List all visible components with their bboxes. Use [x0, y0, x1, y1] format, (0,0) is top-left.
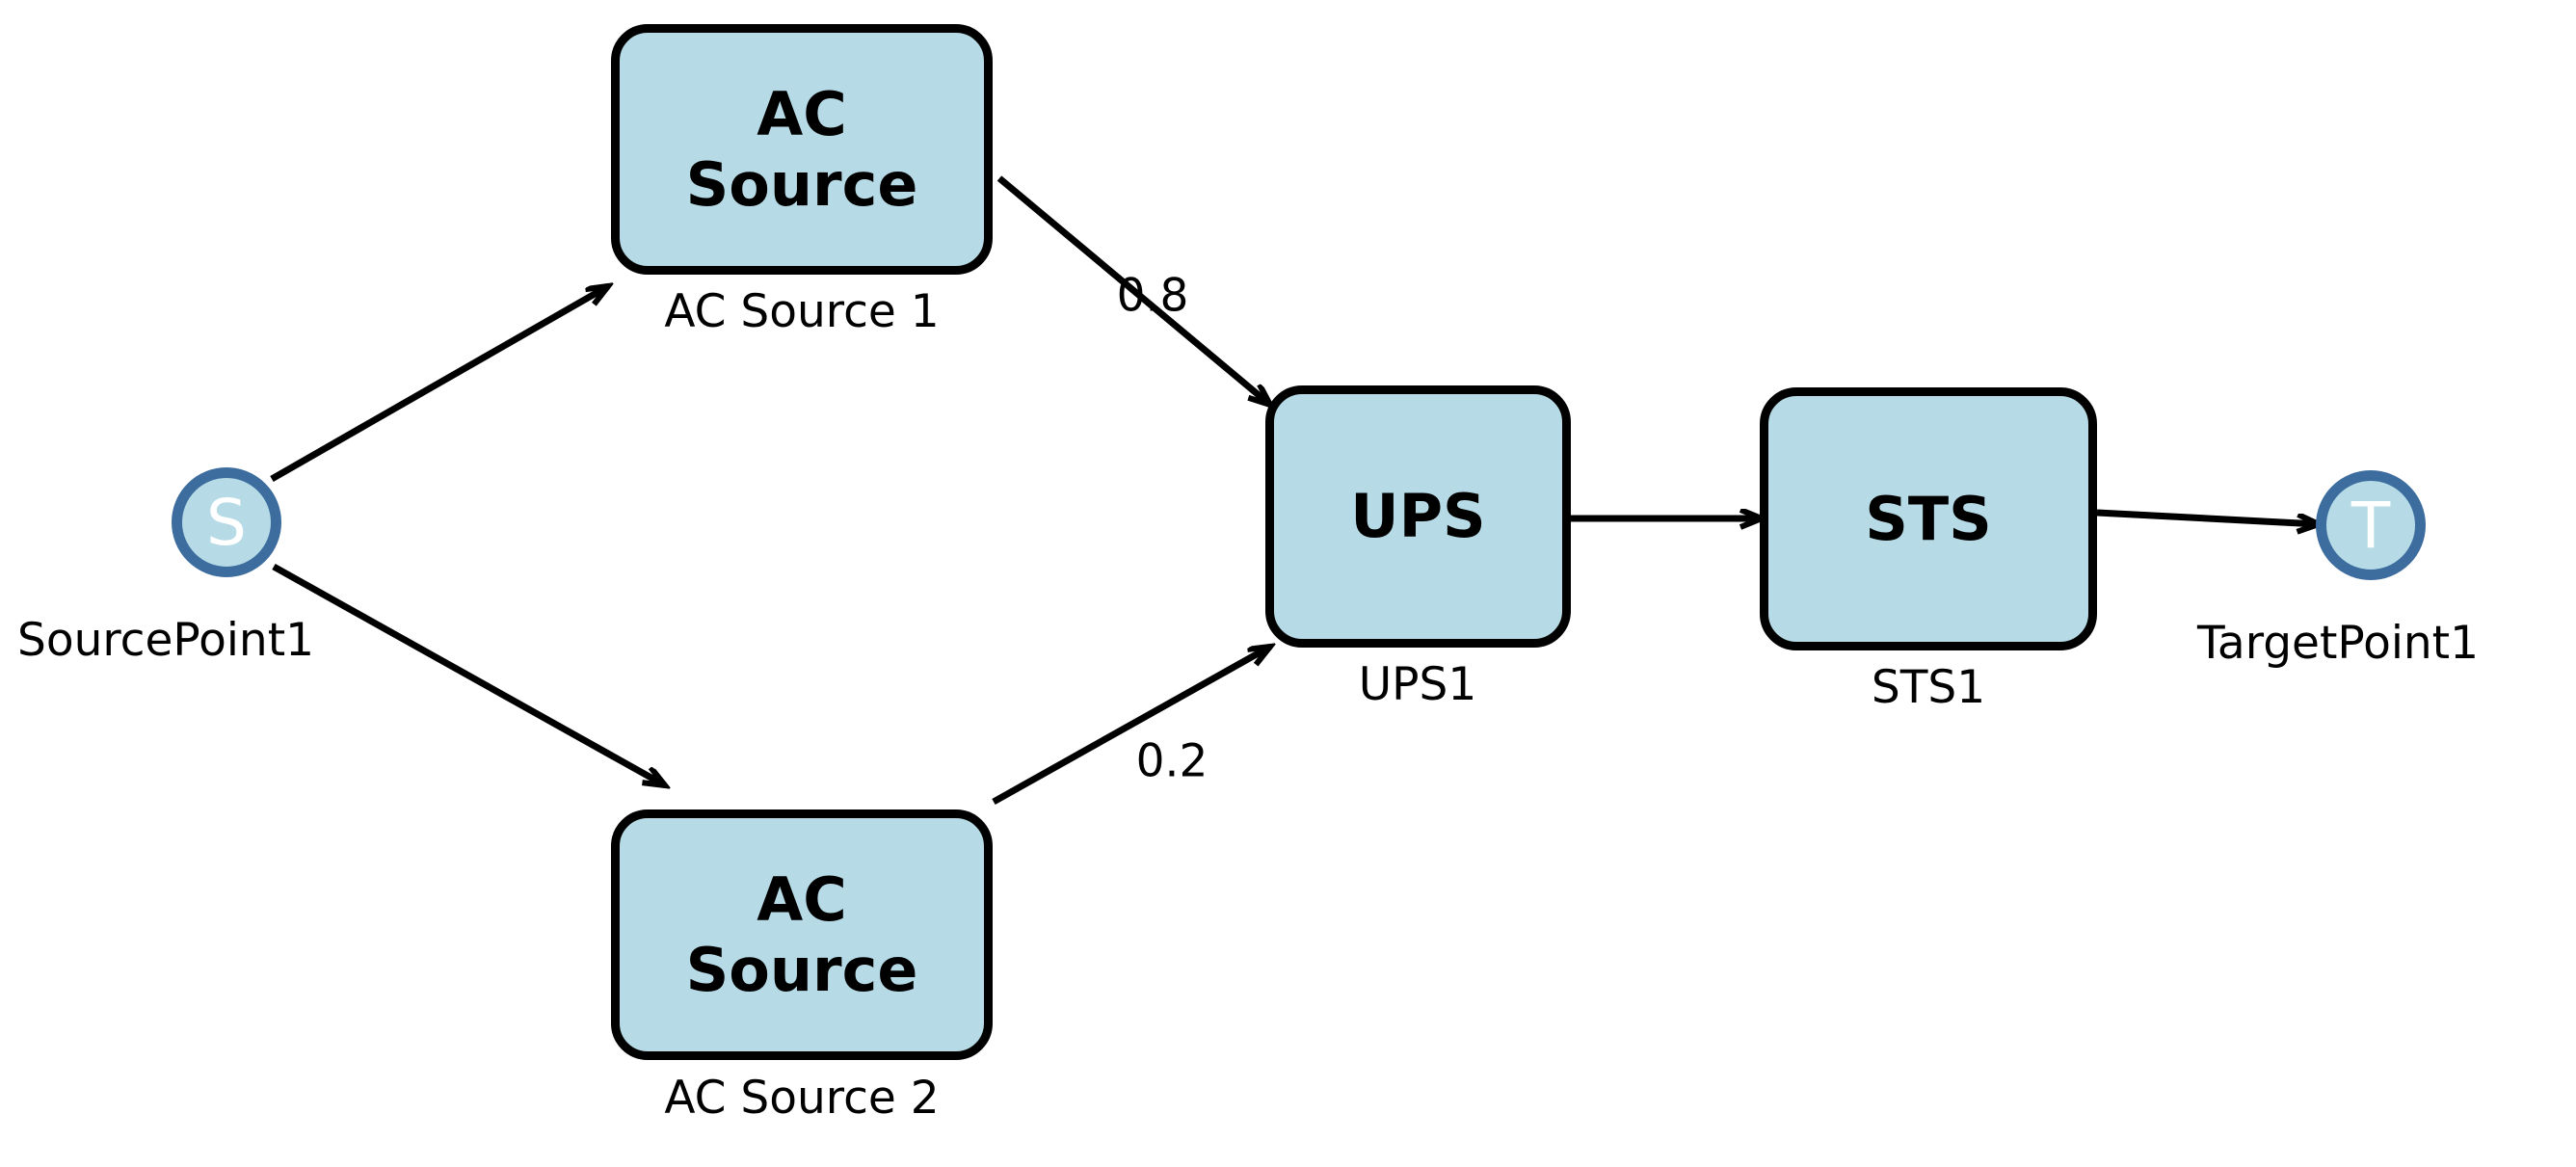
node-target-point-1[interactable]: T — [2316, 470, 2426, 580]
caption-source-point-1: SourcePoint1 — [17, 614, 315, 667]
node-sts-1[interactable]: STS — [1760, 387, 2097, 650]
caption-ups-1: UPS1 — [1358, 658, 1477, 711]
ac-source-1-label-line1: AC — [757, 78, 847, 149]
target-point-glyph: T — [2350, 488, 2391, 563]
ac-source-2-label-line1: AC — [757, 863, 847, 935]
caption-sts-1: STS1 — [1871, 661, 1986, 714]
node-source-point-1[interactable]: S — [172, 467, 281, 577]
source-point-glyph: S — [206, 485, 247, 560]
sts-1-label: STS — [1865, 483, 1992, 554]
ac-source-1-label-line2: Source — [685, 149, 918, 220]
ups-1-label: UPS — [1350, 481, 1486, 552]
caption-ac-source-1: AC Source 1 — [664, 285, 940, 338]
edge-source-to-ac-source-1 — [270, 286, 608, 483]
node-ac-source-2[interactable]: AC Source — [611, 809, 993, 1060]
edge-label-ac-source-1-to-ups: 0.8 — [1116, 269, 1189, 323]
node-ac-source-1[interactable]: AC Source — [611, 24, 993, 275]
edge-source-to-ac-source-2 — [272, 563, 665, 785]
caption-target-point-1: TargetPoint1 — [2197, 617, 2480, 670]
edge-sts-to-target — [2096, 509, 2319, 524]
edge-label-ac-source-2-to-ups: 0.2 — [1135, 734, 1208, 788]
caption-ac-source-2: AC Source 2 — [664, 1072, 940, 1125]
edge-ac-source-2-to-ups — [992, 647, 1270, 806]
node-ups-1[interactable]: UPS — [1265, 385, 1571, 648]
ac-source-2-label-line2: Source — [685, 935, 918, 1005]
